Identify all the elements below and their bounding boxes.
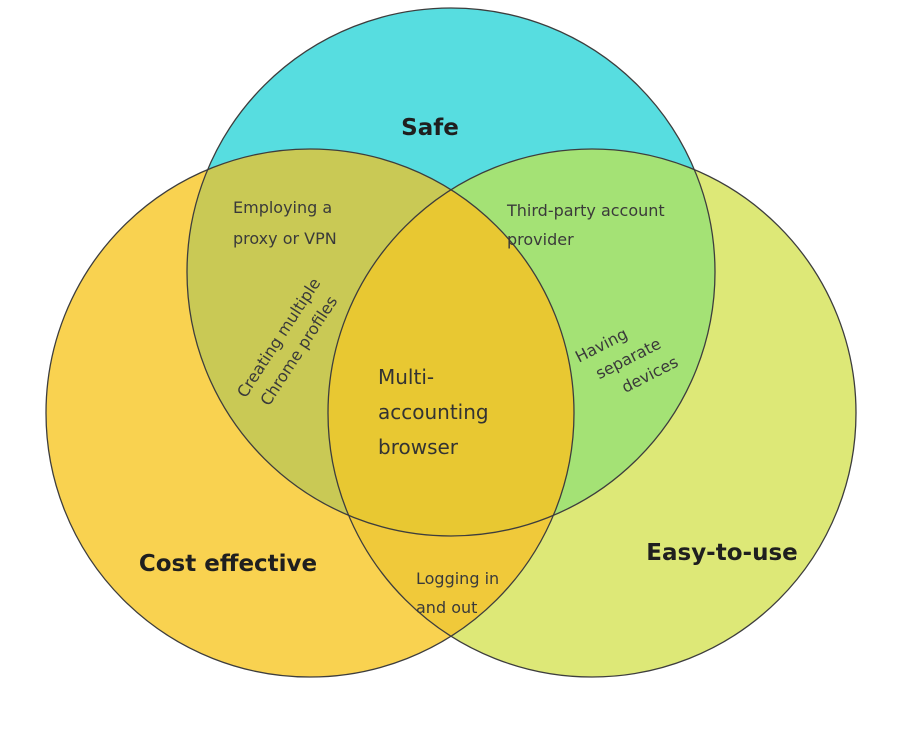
easy-to-use-title: Easy-to-use [646, 540, 797, 566]
multi-accounting-label-line1: Multi- [378, 365, 434, 389]
logging-label-line2: and out [416, 598, 477, 617]
multi-accounting-label-line2: accounting [378, 400, 489, 424]
multi-accounting-label-line3: browser [378, 435, 459, 459]
third-party-label-line2: provider [507, 230, 574, 249]
safe-title: Safe [401, 115, 459, 141]
cost-effective-title: Cost effective [139, 551, 317, 577]
easy-circle-outline [327, 148, 857, 678]
proxy-vpn-label-line1: Employing a [233, 198, 332, 217]
proxy-vpn-label-line2: proxy or VPN [233, 229, 337, 248]
logging-label-line1: Logging in [416, 569, 499, 588]
third-party-label-line1: Third-party account [506, 201, 665, 220]
cost-circle-outline [45, 148, 575, 678]
safe-circle-outline [186, 7, 716, 537]
all-sets-overlap [328, 149, 574, 536]
